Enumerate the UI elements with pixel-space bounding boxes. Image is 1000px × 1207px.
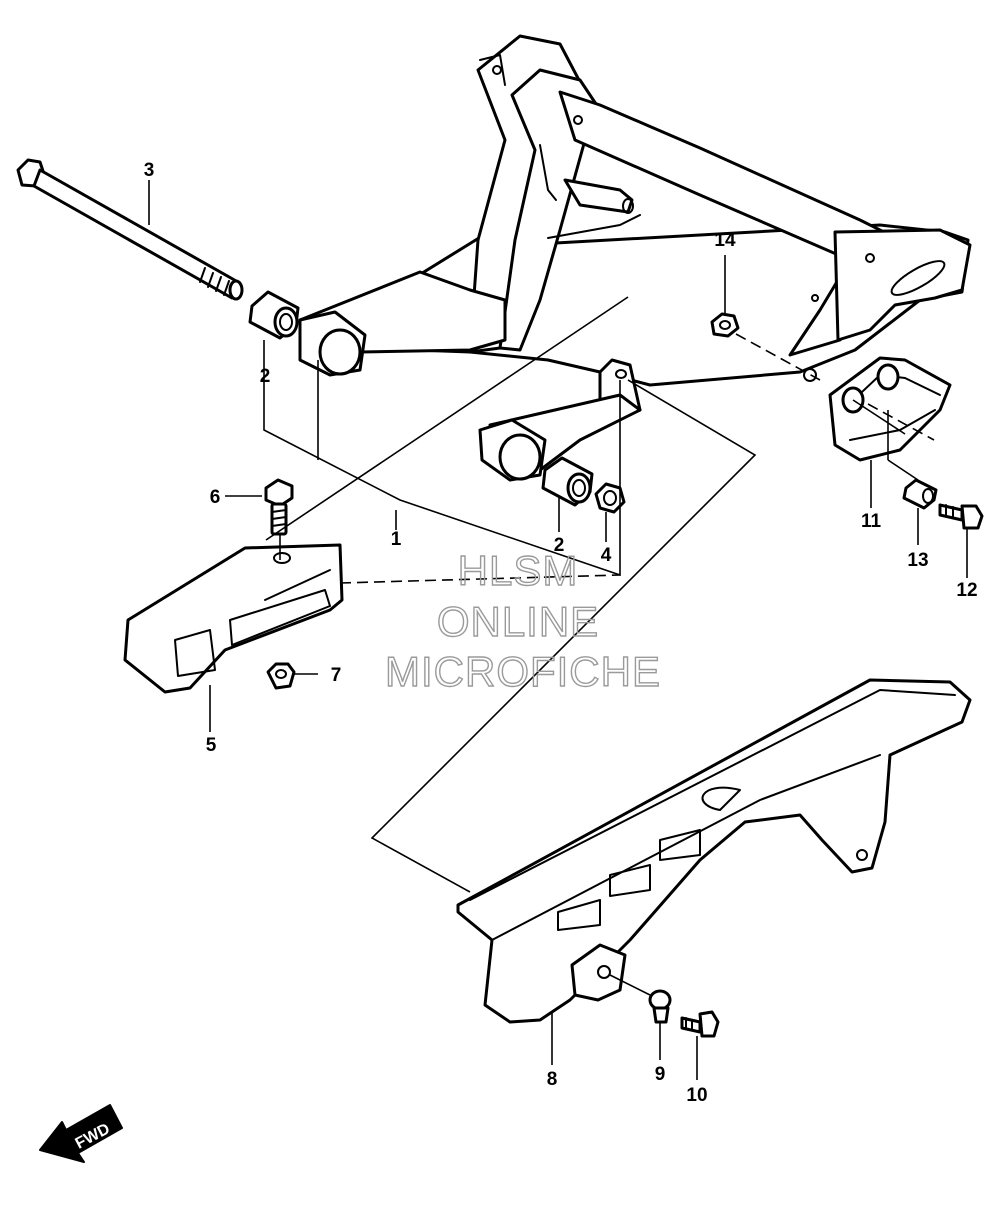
pivot-boss-front-lower bbox=[478, 418, 547, 482]
bushing-lower[interactable] bbox=[541, 456, 594, 507]
guard-bolt[interactable] bbox=[938, 503, 984, 530]
callout-12: 12 bbox=[956, 580, 977, 601]
spacer[interactable] bbox=[902, 478, 938, 510]
nut[interactable] bbox=[594, 482, 626, 514]
pivot-bolt[interactable] bbox=[16, 158, 244, 301]
bushing-upper[interactable] bbox=[248, 290, 300, 340]
buffer-nut[interactable] bbox=[266, 662, 296, 690]
collar[interactable] bbox=[648, 989, 672, 1024]
watermark-line-1: HLSM bbox=[458, 547, 579, 594]
case-bolt[interactable] bbox=[680, 1010, 720, 1038]
callout-6: 6 bbox=[210, 487, 221, 508]
callout-3: 3 bbox=[144, 160, 155, 181]
pivot-boss-front-upper bbox=[298, 310, 367, 377]
callout-7: 7 bbox=[331, 665, 342, 686]
callout-14: 14 bbox=[714, 230, 736, 251]
buffer-bolt[interactable] bbox=[264, 478, 294, 536]
fwd-arrow: FWD bbox=[39, 1104, 123, 1163]
watermark-line-2: ONLINE bbox=[437, 598, 599, 645]
chain-case[interactable] bbox=[456, 678, 972, 1024]
guard-nut[interactable] bbox=[710, 312, 740, 338]
callout-2-lower: 2 bbox=[554, 535, 565, 556]
watermark: HLSM ONLINE MICROFICHE bbox=[384, 546, 661, 695]
callouts: 1 2 2 3 4 5 6 7 8 9 10 11 12 13 14 bbox=[144, 160, 978, 1106]
chain-buffer[interactable] bbox=[123, 543, 344, 694]
callout-8: 8 bbox=[547, 1069, 558, 1090]
fwd-arrow-icon bbox=[39, 1104, 123, 1163]
callout-1: 1 bbox=[391, 529, 402, 550]
watermark-line-3: MICROFICHE bbox=[385, 648, 661, 695]
callout-13: 13 bbox=[907, 550, 928, 571]
leader-lines bbox=[148, 180, 968, 1080]
callout-5: 5 bbox=[206, 735, 217, 756]
callout-2-upper: 2 bbox=[260, 366, 271, 387]
chain-guard[interactable] bbox=[828, 356, 952, 462]
callout-11: 11 bbox=[861, 511, 882, 532]
callout-9: 9 bbox=[655, 1064, 666, 1085]
callout-4: 4 bbox=[601, 545, 612, 566]
callout-10: 10 bbox=[686, 1085, 707, 1106]
